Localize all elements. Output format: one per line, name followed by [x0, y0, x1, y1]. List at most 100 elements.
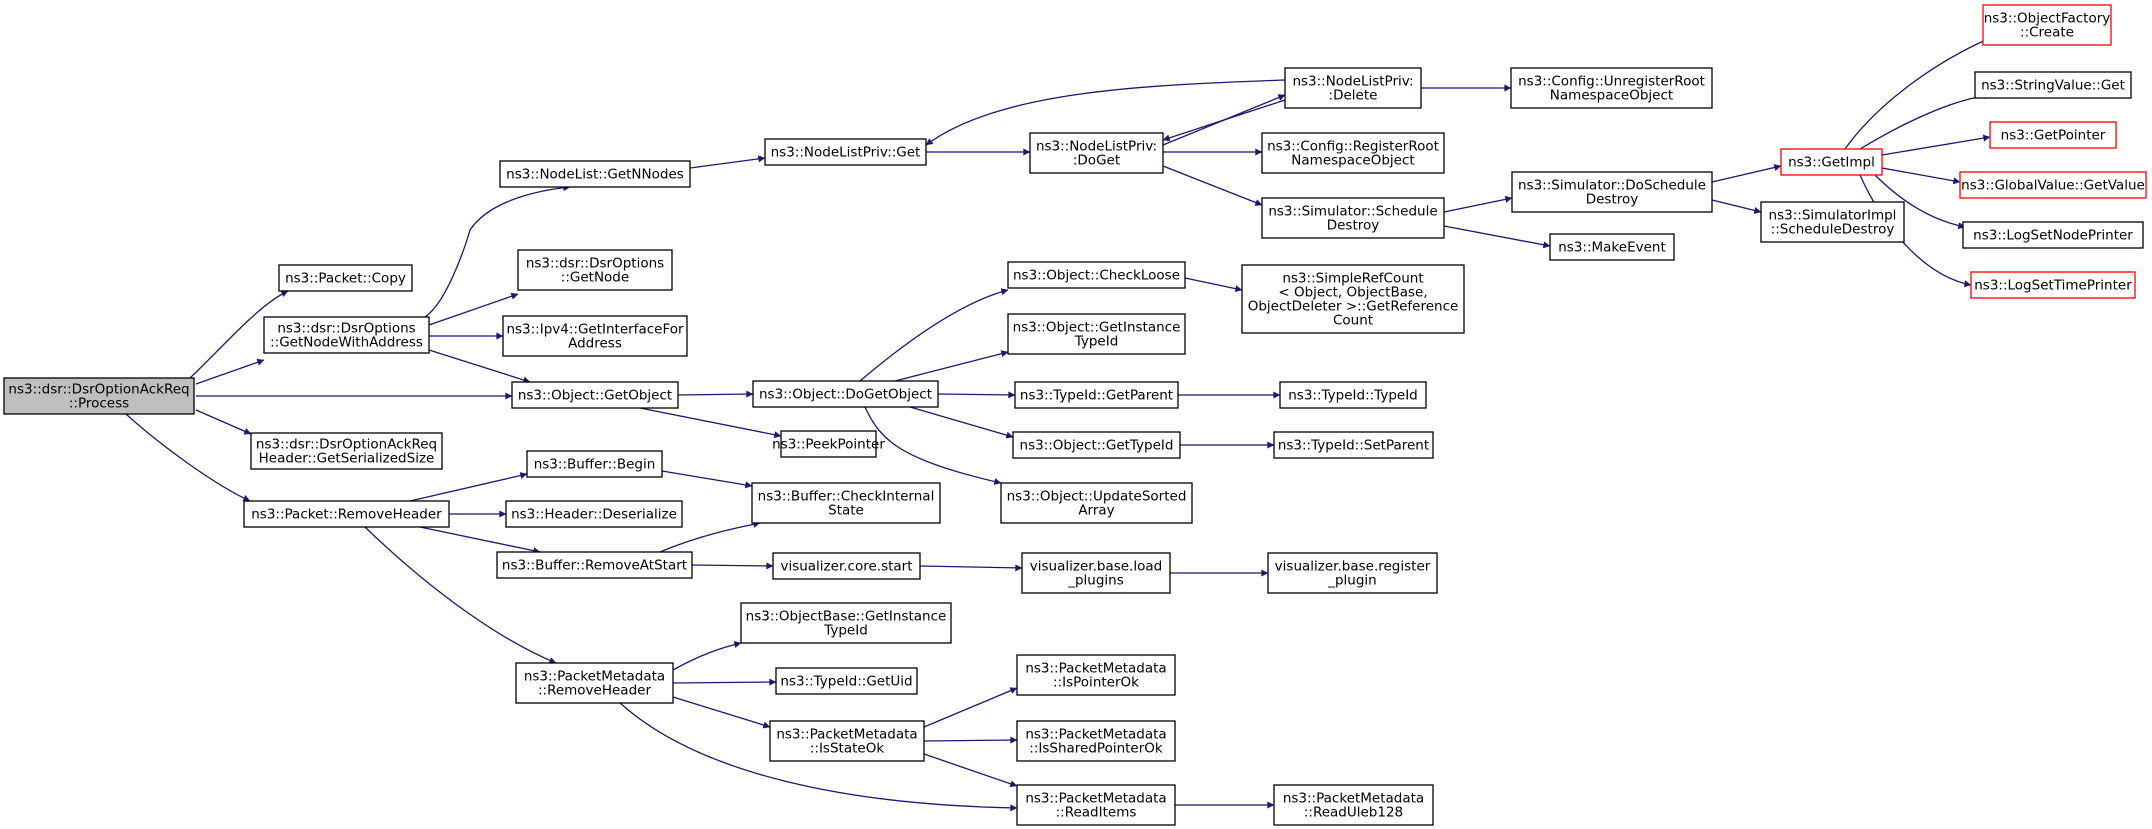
node-nodelistpriv-delete[interactable]: ns3::NodeListPriv::Delete [1284, 67, 1422, 109]
node-getpointer[interactable]: ns3::GetPointer [1989, 121, 2117, 149]
node-makeevent[interactable]: ns3::MakeEvent [1549, 233, 1675, 261]
node-get-serialized-size[interactable]: ns3::dsr::DsrOptionAckReqHeader::GetSeri… [250, 432, 443, 470]
node-box [1016, 720, 1176, 762]
node-root[interactable]: ns3::dsr::DsrOptionAckReq::Process [3, 377, 195, 415]
call-edge-object-checkloose [859, 288, 1009, 382]
node-label: ns3::NodeList::GetNNodes [506, 167, 684, 183]
node-label: Header::GetSerializedSize [259, 451, 435, 467]
node-label: ns3::MakeEvent [1558, 240, 1666, 256]
node-box [1962, 221, 2144, 249]
node-label: ns3::PacketMetadata [776, 727, 917, 743]
node-pm-removeheader[interactable]: ns3::PacketMetadata::RemoveHeader [515, 662, 674, 704]
node-box [740, 602, 952, 644]
node-nodelistpriv-get[interactable]: ns3::NodeListPriv::Get [764, 138, 927, 166]
node-object-checkloose[interactable]: ns3::Object::CheckLoose [1007, 261, 1186, 289]
node-label: ns3::Simulator::Schedule [1268, 204, 1437, 220]
node-typeid-setparent[interactable]: ns3::TypeId::SetParent [1273, 431, 1434, 459]
node-box [1273, 784, 1434, 826]
node-header-deserialize[interactable]: ns3::Header::Deserialize [505, 500, 683, 528]
node-box [263, 316, 430, 354]
node-buffer-begin[interactable]: ns3::Buffer::Begin [526, 450, 663, 478]
call-edge-object-getinsttypeid [894, 350, 1009, 382]
node-vis-base-register[interactable]: visualizer.base.register_plugin [1267, 552, 1438, 594]
node-dsroptions-getnode[interactable]: ns3::dsr::DsrOptions::GetNode [517, 249, 673, 291]
node-label: ObjectDeleter >::GetReference [1248, 299, 1459, 315]
node-nodelistpriv-doget[interactable]: ns3::NodeListPriv::DoGet [1029, 132, 1164, 174]
node-objectfactory-create[interactable]: ns3::ObjectFactory::Create [1982, 4, 2112, 46]
node-get-node-with-addr[interactable]: ns3::dsr::DsrOptions::GetNodeWithAddress [263, 316, 430, 354]
node-object-getobject[interactable]: ns3::Object::GetObject [511, 381, 679, 409]
node-vis-base-load[interactable]: visualizer.base.load_plugins [1021, 552, 1171, 594]
node-box [1284, 67, 1422, 109]
node-pm-issharedptrok[interactable]: ns3::PacketMetadata::IsSharedPointerOk [1016, 720, 1176, 762]
node-label: ns3::Config::RegisterRoot [1267, 139, 1439, 155]
node-typeid-getparent[interactable]: ns3::TypeId::GetParent [1014, 381, 1179, 409]
call-edge-buffer-checkinternal [661, 470, 753, 489]
node-remove-header[interactable]: ns3::Packet::RemoveHeader [243, 500, 450, 528]
node-label: ::IsSharedPointerOk [1029, 741, 1163, 757]
node-pm-readuleb128[interactable]: ns3::PacketMetadata::ReadUleb128 [1273, 784, 1434, 826]
node-box [772, 552, 921, 580]
node-nodelist-getnnodes[interactable]: ns3::NodeList::GetNNodes [499, 160, 691, 188]
node-simimpl-schedule[interactable]: ns3::SimulatorImpl::ScheduleDestroy [1760, 201, 1905, 243]
node-peekpointer[interactable]: ns3::PeekPointer [772, 430, 885, 458]
node-label: visualizer.base.load [1030, 559, 1162, 575]
node-object-gettypeid[interactable]: ns3::Object::GetTypeId [1012, 431, 1181, 459]
call-edge-logsettimeprinter [1859, 174, 1972, 288]
node-box [1760, 201, 1905, 243]
node-label: ::IsPointerOk [1053, 675, 1139, 691]
node-box [1970, 271, 2136, 299]
node-config-unregister[interactable]: ns3::Config::UnregisterRootNamespaceObje… [1510, 67, 1713, 109]
node-buffer-removeatstart[interactable]: ns3::Buffer::RemoveAtStart [496, 551, 693, 579]
node-simplerefcount[interactable]: ns3::SimpleRefCount< Object, ObjectBase,… [1241, 264, 1465, 334]
node-logsettimeprinter[interactable]: ns3::LogSetTimePrinter [1970, 271, 2136, 299]
node-box [1241, 264, 1465, 334]
node-label: ns3::NodeListPriv: [1292, 74, 1413, 90]
node-box [1510, 67, 1713, 109]
node-typeid-typeid[interactable]: ns3::TypeId::TypeId [1279, 381, 1427, 409]
node-label: ns3::StringValue::Get [1981, 78, 2125, 94]
node-getimpl[interactable]: ns3::GetImpl [1780, 148, 1883, 176]
node-box [1511, 171, 1713, 213]
node-object-dogetobject[interactable]: ns3::Object::DoGetObject [752, 380, 939, 408]
node-label: ns3::TypeId::TypeId [1288, 388, 1418, 404]
node-label: ::ScheduleDestroy [1771, 222, 1895, 238]
call-edge-makeevent [1443, 225, 1551, 249]
node-box [1273, 431, 1434, 459]
node-box [499, 160, 691, 188]
node-packet-copy[interactable]: ns3::Packet::Copy [278, 264, 413, 292]
node-box [1021, 552, 1171, 594]
node-sim-scheduledestroy[interactable]: ns3::Simulator::ScheduleDestroy [1261, 197, 1445, 239]
node-logsetnodeprinter[interactable]: ns3::LogSetNodePrinter [1962, 221, 2144, 249]
node-box [1974, 71, 2132, 99]
call-edge-get-serialized-size [195, 409, 252, 435]
node-box [752, 380, 939, 408]
node-label: ns3::LogSetTimePrinter [1974, 278, 2132, 294]
node-label: ::RemoveHeader [538, 683, 651, 699]
node-box [1989, 121, 2117, 149]
call-edge-sim-scheduledestroy [1162, 165, 1263, 206]
node-stringvalue-get[interactable]: ns3::StringValue::Get [1974, 71, 2132, 99]
node-typeid-getuid[interactable]: ns3::TypeId::GetUid [775, 667, 918, 695]
node-globalvalue-getvalue[interactable]: ns3::GlobalValue::GetValue [1959, 171, 2147, 199]
node-box [505, 500, 683, 528]
node-label: TypeId [1074, 334, 1119, 350]
node-pm-ispointerok[interactable]: ns3::PacketMetadata::IsPointerOk [1016, 654, 1176, 696]
node-label: ns3::Config::UnregisterRoot [1518, 74, 1705, 90]
node-label: Count [1333, 313, 1373, 329]
node-label: ns3::LogSetNodePrinter [1973, 228, 2133, 244]
node-pm-isstateok[interactable]: ns3::PacketMetadata::IsStateOk [769, 720, 925, 762]
node-vis-core-start[interactable]: visualizer.core.start [772, 552, 921, 580]
node-label: NamespaceObject [1550, 88, 1673, 104]
node-label: ns3::ObjectFactory [1984, 11, 2111, 27]
node-pm-readitems[interactable]: ns3::PacketMetadata::ReadItems [1016, 784, 1176, 826]
node-label: ns3::dsr::DsrOptionAckReq [8, 382, 189, 398]
